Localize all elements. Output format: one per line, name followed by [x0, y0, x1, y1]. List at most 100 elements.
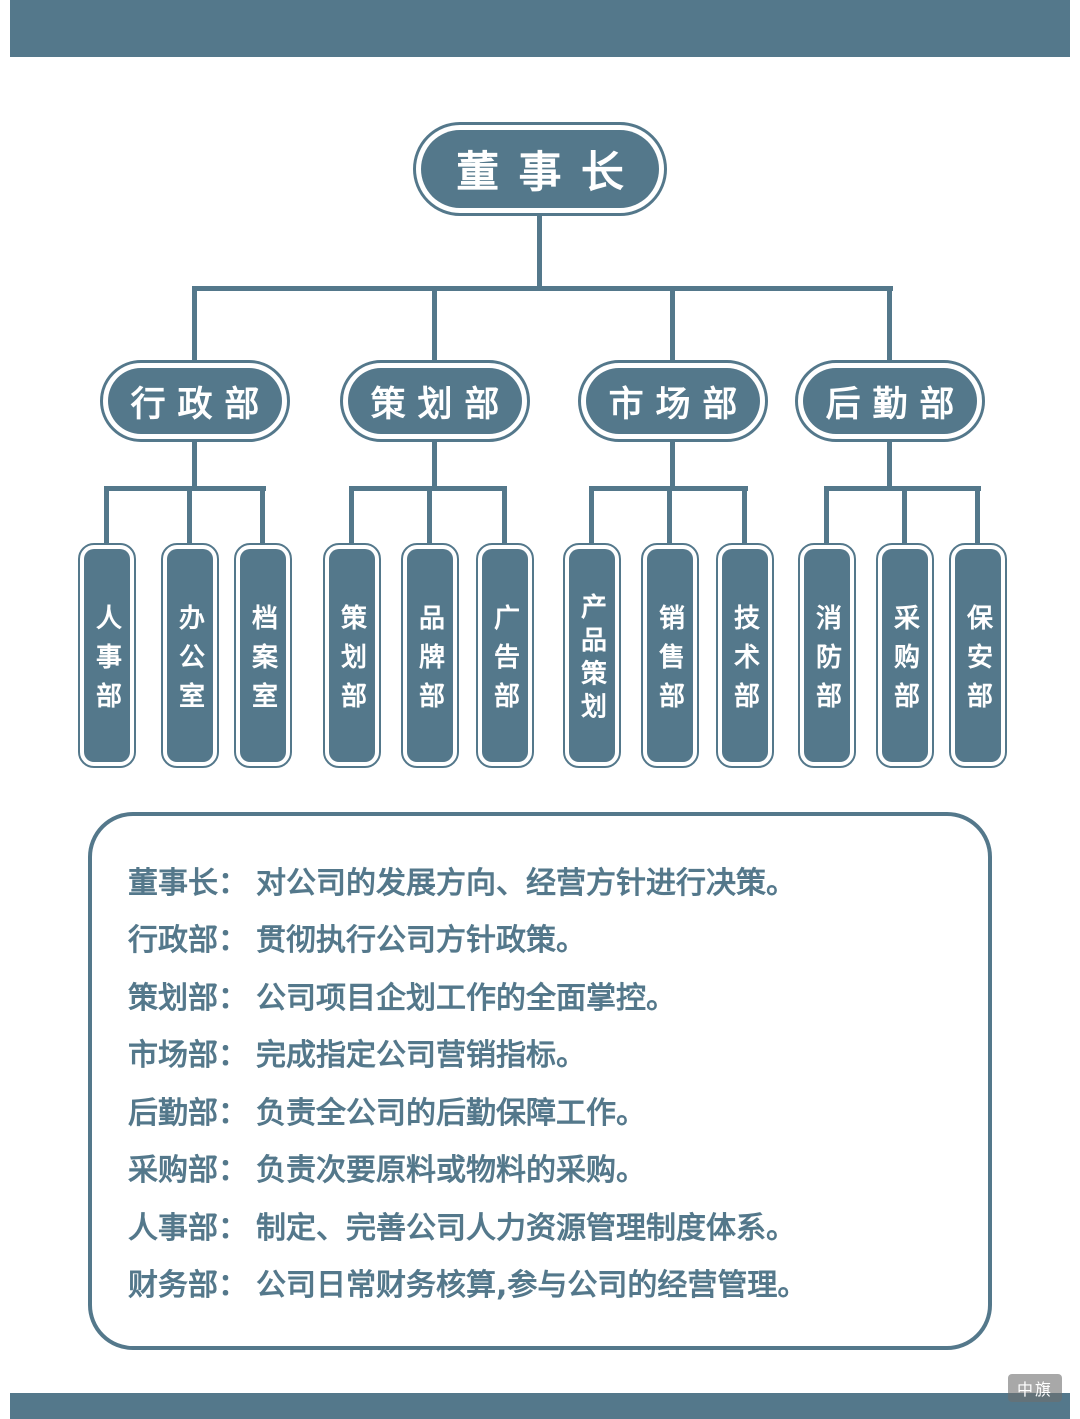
legend-text: 负责次要原料或物料的采购。: [256, 1153, 646, 1189]
brand-dept-node: 品牌部: [401, 543, 459, 768]
legend-row: 后勤部： 负责全公司的后勤保障工作。: [128, 1088, 952, 1132]
connector-line: [670, 440, 675, 488]
hr-dept-fill: 人事部: [84, 549, 130, 762]
legend-text: 公司项目企划工作的全面掌控。: [256, 980, 676, 1016]
purchasing-dept-label: 采购部: [889, 603, 920, 721]
brand-dept-label: 品牌部: [414, 603, 445, 721]
connector-line: [589, 486, 594, 545]
legend-row: 董事长： 对公司的发展方向、经营方针进行决策。: [128, 858, 952, 902]
legend-text: 完成指定公司营销指标。: [256, 1038, 586, 1074]
market-dept-fill: 市场部: [586, 368, 760, 434]
legend-row: 市场部： 完成指定公司营销指标。: [128, 1030, 952, 1074]
fire-dept-node: 消防部: [798, 543, 856, 768]
legend-text: 制定、完善公司人力资源管理制度体系。: [256, 1210, 796, 1246]
connector-line: [427, 486, 432, 545]
purchasing-dept-fill: 采购部: [882, 549, 928, 762]
planning-dept-label: 策划部: [370, 384, 512, 425]
legend-row: 人事部： 制定、完善公司人力资源管理制度体系。: [128, 1203, 952, 1247]
tech-dept-node: 技术部: [716, 543, 774, 768]
archives-node: 档案室: [234, 543, 292, 768]
watermark-text: 中旗: [1016, 1380, 1053, 1399]
connector-line: [887, 286, 892, 362]
tech-dept-label: 技术部: [729, 603, 760, 721]
bottom-decor-band: [10, 1393, 1070, 1419]
legend-label: 行政部：: [128, 923, 248, 959]
legend-label: 人事部：: [128, 1210, 248, 1246]
market-dept-label: 市场部: [608, 384, 750, 425]
chairman-label: 董事长: [456, 148, 644, 198]
office-fill: 办公室: [167, 549, 213, 762]
legend-label: 市场部：: [128, 1038, 248, 1074]
office-label: 办公室: [174, 603, 205, 721]
connector-line: [824, 486, 829, 545]
fire-dept-fill: 消防部: [804, 549, 850, 762]
legend-text: 贯彻执行公司方针政策。: [256, 923, 586, 959]
connector-line: [192, 286, 893, 291]
admin-dept-node: 行政部: [100, 360, 290, 442]
security-dept-node: 保安部: [949, 543, 1007, 768]
ad-dept-label: 广告部: [489, 603, 520, 721]
connector-line: [192, 440, 197, 488]
connector-line: [432, 286, 437, 362]
legend-row: 采购部： 负责次要原料或物料的采购。: [128, 1145, 952, 1189]
logistics-dept-node: 后勤部: [795, 360, 985, 442]
archives-fill: 档案室: [240, 549, 286, 762]
legend-text: 负责全公司的后勤保障工作。: [256, 1095, 646, 1131]
sales-dept-fill: 销售部: [647, 549, 693, 762]
connector-line: [187, 486, 192, 545]
legend-label: 财务部：: [128, 1267, 248, 1303]
admin-dept-fill: 行政部: [108, 368, 282, 434]
office-node: 办公室: [161, 543, 219, 768]
hr-dept-node: 人事部: [78, 543, 136, 768]
legend-row: 财务部： 公司日常财务核算,参与公司的经营管理。: [128, 1260, 952, 1304]
connector-line: [670, 286, 675, 362]
legend-panel: 董事长： 对公司的发展方向、经营方针进行决策。 行政部： 贯彻执行公司方针政策。…: [88, 812, 992, 1350]
logistics-dept-fill: 后勤部: [803, 368, 977, 434]
legend-text: 公司日常财务核算,参与公司的经营管理。: [256, 1267, 808, 1303]
purchasing-dept-node: 采购部: [876, 543, 934, 768]
legend-label: 策划部：: [128, 980, 248, 1016]
legend-text: 对公司的发展方向、经营方针进行决策。: [256, 866, 796, 901]
legend-label: 董事长：: [128, 866, 248, 901]
connector-line: [349, 486, 354, 545]
legend-row: 行政部： 贯彻执行公司方针政策。: [128, 915, 952, 959]
planning-dept-fill: 策划部: [348, 368, 522, 434]
ad-dept-fill: 广告部: [482, 549, 528, 762]
admin-dept-label: 行政部: [130, 384, 272, 425]
planning-sub-fill: 策划部: [329, 549, 375, 762]
connector-line: [887, 440, 892, 488]
sales-dept-label: 销售部: [654, 603, 685, 721]
security-dept-label: 保安部: [962, 603, 993, 721]
security-dept-fill: 保安部: [955, 549, 1001, 762]
fire-dept-label: 消防部: [811, 603, 842, 721]
product-planning-fill: 产品策划: [569, 549, 615, 762]
legend-row: 策划部： 公司项目企划工作的全面掌控。: [128, 973, 952, 1017]
connector-line: [104, 486, 109, 545]
brand-dept-fill: 品牌部: [407, 549, 453, 762]
product-planning-node: 产品策划: [563, 543, 621, 768]
tech-dept-fill: 技术部: [722, 549, 768, 762]
connector-line: [537, 216, 542, 288]
planning-dept-node: 策划部: [340, 360, 530, 442]
archives-label: 档案室: [247, 603, 278, 721]
chairman-node: 董事长: [413, 122, 667, 216]
chairman-node-fill: 董事长: [421, 130, 659, 208]
connector-line: [260, 486, 265, 545]
ad-dept-node: 广告部: [476, 543, 534, 768]
connector-line: [192, 286, 197, 362]
top-decor-band: [10, 0, 1070, 57]
product-planning-label: 产品策划: [576, 592, 607, 726]
hr-dept-label: 人事部: [91, 603, 122, 721]
connector-line: [975, 486, 980, 545]
planning-sub-label: 策划部: [336, 603, 367, 721]
connector-line: [902, 486, 907, 545]
connector-line: [667, 486, 672, 545]
legend-label: 后勤部：: [128, 1095, 248, 1131]
watermark-badge: 中旗: [1008, 1374, 1062, 1402]
connector-line: [104, 486, 266, 491]
connector-line: [502, 486, 507, 545]
connector-line: [742, 486, 747, 545]
sales-dept-node: 销售部: [641, 543, 699, 768]
logistics-dept-label: 后勤部: [825, 384, 967, 425]
